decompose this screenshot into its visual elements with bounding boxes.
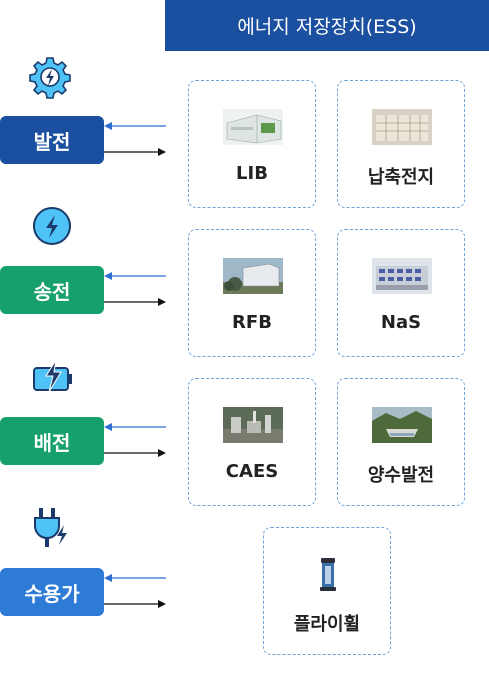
storage-name-nas: NaS [380,312,422,333]
rfb-facility-photo [223,258,283,294]
outgoing-arrow [104,600,166,608]
storage-card-flywheel: 플라이휠 [263,527,391,655]
storage-card-lead-acid: 납축전지 [337,80,465,208]
outgoing-arrow [104,298,166,306]
stage-distribution-label: 배전 [33,430,71,455]
gear-lightning-icon [29,57,71,99]
outgoing-arrow [104,449,166,457]
incoming-arrow [104,423,166,431]
plug-lightning-icon [34,508,67,547]
storage-name-lead-acid: 납축전지 [367,167,435,188]
caes-plant-photo [223,407,283,443]
lightning-circle-icon [33,207,71,245]
flywheel-photo [298,556,358,592]
storage-name-flywheel: 플라이휠 [293,614,361,635]
stage-generation: 발전 [0,116,104,164]
ess-header: 에너지 저장장치(ESS) [165,0,489,51]
lead-acid-battery-photo [372,109,432,145]
outgoing-arrow [104,148,166,156]
stage-transmission: 송전 [0,266,104,314]
storage-name-caes: CAES [225,461,279,482]
storage-card-caes: CAES [188,378,316,506]
storage-name-rfb: RFB [232,312,272,333]
stage-distribution: 배전 [0,417,104,465]
nas-facility-photo [372,258,432,294]
ess-title: 에너지 저장장치(ESS) [237,16,417,38]
incoming-arrow [104,272,166,280]
incoming-arrow [104,574,166,582]
storage-card-nas: NaS [337,229,465,357]
stage-generation-label: 발전 [33,129,71,154]
storage-name-lib: LIB [236,163,268,184]
storage-card-pumped-hydro: 양수발전 [337,378,465,506]
stage-consumer: 수용가 [0,568,104,616]
stage-consumer-label: 수용가 [24,581,80,606]
storage-card-lib: LIB [188,80,316,208]
pumped-hydro-dam-photo [372,407,432,443]
battery-lightning-icon [33,359,72,393]
stage-transmission-label: 송전 [33,279,71,304]
storage-name-pumped-hydro: 양수발전 [367,465,435,486]
incoming-arrow [104,122,166,130]
lib-container-photo [223,109,283,145]
storage-card-rfb: RFB [188,229,316,357]
